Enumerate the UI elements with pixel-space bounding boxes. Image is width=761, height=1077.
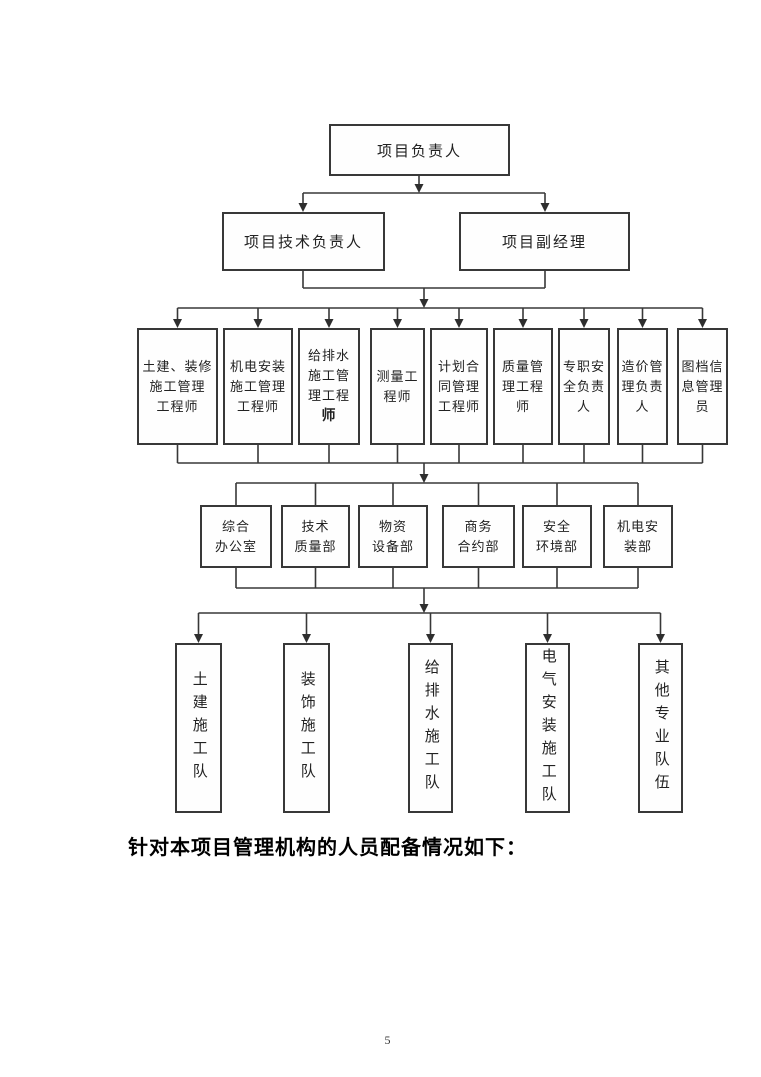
org-box-label: 土建、装修 施工管理 工程师 <box>142 358 213 414</box>
org-chart: 项目负责人 项目技术负责人 项目副经理 土建、装修 施工管理 工程师 机电安装 … <box>137 124 728 813</box>
org-box-l4-general-office: 综合 办公室 <box>200 505 272 568</box>
caption: 针对本项目管理机构的人员配备情况如下： <box>128 837 527 859</box>
org-box-l3-survey-engineer: 测量工 程师 <box>370 328 425 445</box>
org-box-l3-safety-officer: 专职安 全负责 人 <box>558 328 610 445</box>
org-box-l5-electrical-team: 电气安装施工队 <box>525 643 570 813</box>
org-box-label: 图档信 息管理 员 <box>681 358 724 414</box>
org-box-label: 其他专业队伍 <box>652 659 669 797</box>
org-box-technical-leader: 项目技术负责人 <box>222 212 385 271</box>
org-box-label: 综合 办公室 <box>214 518 257 554</box>
org-box-l3-quality-engineer: 质量管 理工程 师 <box>493 328 553 445</box>
org-box-l5-decoration-team: 装饰施工队 <box>283 643 330 813</box>
org-box-label: 项目负责人 <box>376 143 462 160</box>
org-box-label: 机电安装 施工管理 工程师 <box>229 358 286 414</box>
org-box-l3-document-info-manager: 图档信 息管理 员 <box>677 328 728 445</box>
org-box-label: 计划合 同管理 工程师 <box>437 358 480 414</box>
org-box-label: 物资 设备部 <box>371 518 414 554</box>
org-box-label: 商务 合约部 <box>457 518 500 554</box>
org-box-l3-plumbing-engineer: 给排水 施工管 理工程 师 <box>298 328 360 445</box>
org-box-l4-commerce-contract-dept: 商务 合约部 <box>442 505 515 568</box>
org-box-label: 项目副经理 <box>501 235 587 251</box>
org-box-l4-materials-equipment-dept: 物资 设备部 <box>358 505 428 568</box>
org-box-l3-plan-contract-engineer: 计划合 同管理 工程师 <box>430 328 488 445</box>
org-box-l4-tech-quality-dept: 技术 质量部 <box>281 505 350 568</box>
org-box-l5-other-teams: 其他专业队伍 <box>638 643 683 813</box>
org-box-l5-civil-team: 土建施工队 <box>175 643 222 813</box>
org-box-l3-civil-decoration-engineer: 土建、装修 施工管理 工程师 <box>137 328 218 445</box>
org-box-label: 机电安 装部 <box>616 518 659 554</box>
org-box-label: 测量工 程师 <box>376 368 419 404</box>
org-box-l4-me-installation-dept: 机电安 装部 <box>603 505 673 568</box>
org-box-l5-plumbing-team: 给排水施工队 <box>408 643 453 813</box>
org-box-label: 电气安装施工队 <box>539 647 556 809</box>
org-box-label: 装饰施工队 <box>298 670 315 786</box>
org-box-l4-safety-environment-dept: 安全 环境部 <box>522 505 592 568</box>
org-box-label: 专职安 全负责 人 <box>562 358 605 414</box>
page-number: 5 <box>384 1033 391 1047</box>
org-box-label: 给排水施工队 <box>422 659 439 797</box>
org-box-label: 给排水 施工管 理工程 师 <box>307 348 350 424</box>
org-box-label: 项目技术负责人 <box>243 235 363 251</box>
org-box-label: 土建施工队 <box>190 670 207 786</box>
org-box-label: 质量管 理工程 师 <box>501 358 544 414</box>
org-box-label: 造价管 理负责 人 <box>621 358 664 414</box>
org-chart-connectors <box>173 176 707 643</box>
org-box-project-leader: 项目负责人 <box>329 124 510 176</box>
org-box-label: 安全 环境部 <box>535 518 578 554</box>
org-box-l3-mechanical-electrical-engineer: 机电安装 施工管理 工程师 <box>223 328 293 445</box>
org-box-deputy-manager: 项目副经理 <box>459 212 630 271</box>
org-box-label: 技术 质量部 <box>294 518 337 554</box>
org-box-l3-cost-manager: 造价管 理负责 人 <box>617 328 668 445</box>
